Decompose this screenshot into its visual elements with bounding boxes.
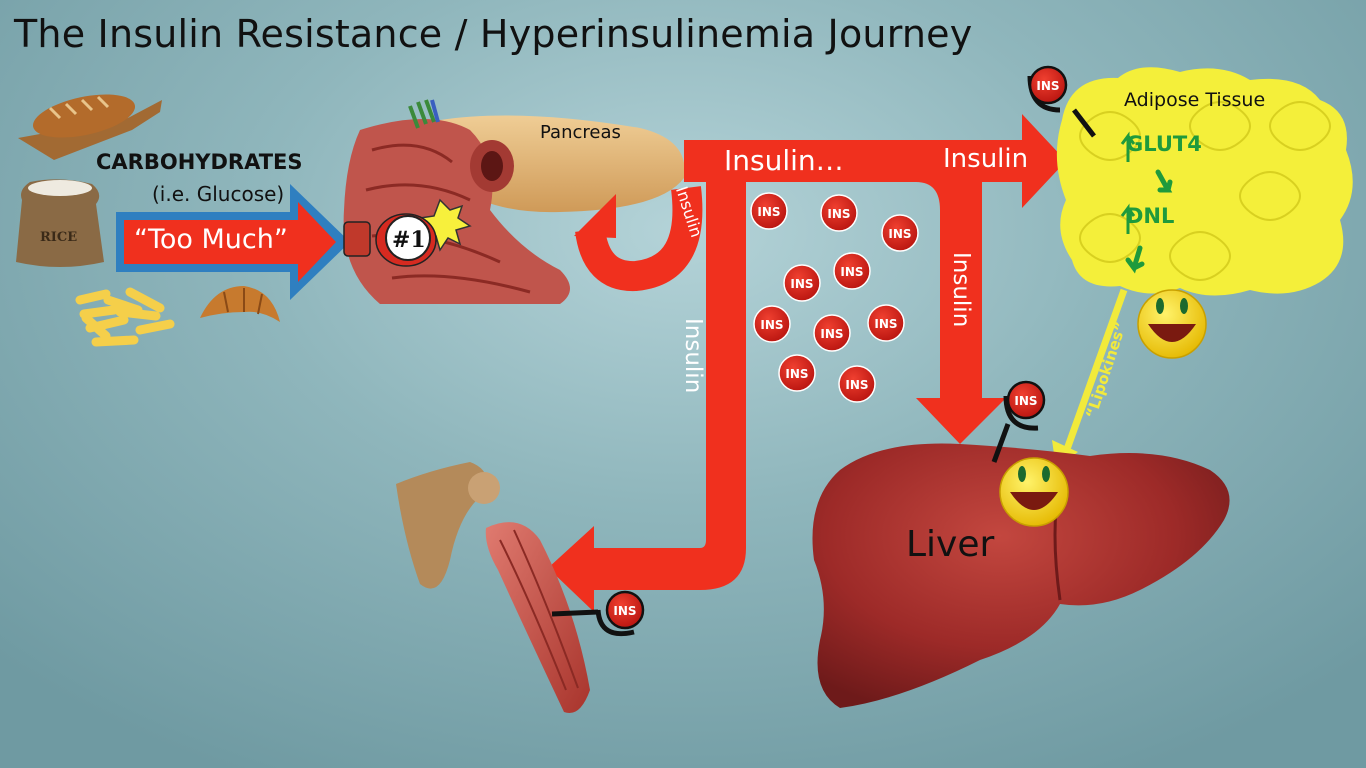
bread-image [18,94,162,160]
ins-molecule-circle [783,264,821,302]
liver-label: Liver [906,524,995,565]
ins-molecule-label: INS [760,318,783,332]
ins-molecule-label: INS [888,227,911,241]
ins-molecule-circle [833,252,871,290]
liver-insulin-receptor-icon [991,395,1039,463]
ins-molecule-label: INS [827,207,850,221]
insulin-feedback-arrowhead [574,194,616,238]
ins-molecule-circle [750,192,788,230]
insulin-to-liver-arrow [916,182,1006,444]
muscle-receptor-ins-circle [605,590,645,630]
ins-molecule-circle [867,304,905,342]
ins-molecule-label: INS [757,205,780,219]
ins-molecule-label: INS [840,265,863,279]
liver-receptor-ins-label: INS [1014,394,1037,408]
carbohydrates-heading: CARBOHYDRATES [96,150,303,174]
liver-receptor-ins-circle [1006,380,1046,420]
ins-molecule-circle [820,194,858,232]
adipose-receptor-ins-label: INS [1036,79,1059,93]
insulin-main-label: Insulin… [724,144,844,177]
ins-molecule-circle [881,214,919,252]
insulin-to-liver-label: Insulin [948,252,974,328]
ins-molecule-label: INS [820,327,843,341]
ins-molecule-label: INS [874,317,897,331]
too-much-label: “Too Much” [134,224,288,255]
croissant-image [200,286,280,322]
glut4-label: GLUT4 [1126,132,1202,156]
number-one-label: #1 [392,227,426,253]
ins-molecule-label: INS [845,378,868,392]
glucose-subheading: (i.e. Glucose) [152,182,285,206]
pancreas-label: Pancreas [540,122,621,143]
lipokines-arrow [1062,288,1128,454]
ins-molecule-circle [753,305,791,343]
insulin-feedback-arrow [575,186,703,292]
too-much-arrow [124,202,336,282]
happy-face-adipose-icon [1137,289,1207,359]
ins-molecule-circle [813,314,851,352]
happy-face-liver-icon [999,457,1069,527]
insulin-to-adipose-label: Insulin [943,144,1029,174]
ins-molecule-label: INS [785,367,808,381]
ins-molecule-circle [778,354,816,392]
rice-bag-image: RICE [16,179,104,267]
glut4-to-dnl-arrow-icon [1155,169,1173,193]
adipose-receptor-ins-circle [1028,65,1068,105]
muscle-receptor-ins-label: INS [613,604,636,618]
ins-molecule-circle [838,365,876,403]
dnl-down-arrow-icon [1125,245,1145,274]
insulin-to-adipose-arrow [684,114,1066,208]
adipose-tissue-image [1056,67,1353,296]
dnl-label: DNL [1126,204,1175,228]
ins-molecule-label: INS [790,277,813,291]
dnl-up-arrow-icon [1120,203,1136,234]
page-title: The Insulin Resistance / Hyperinsulinemi… [14,12,973,56]
pasta-image [75,287,175,347]
glut4-up-arrow-icon [1120,131,1136,162]
shoulder-muscle-image [396,462,590,714]
rice-bag-label: RICE [40,230,77,245]
adipose-tissue-label: Adipose Tissue [1124,89,1266,111]
number-one-badge [385,215,431,261]
muscle-insulin-receptor-icon [551,609,635,637]
insulin-to-muscle-arrow [548,182,746,612]
insulin-to-muscle-label: Insulin [680,318,706,394]
insulin-molecules: INS INS INS INS INS INS INS INS INS INS INS INS INS [605,65,1068,630]
